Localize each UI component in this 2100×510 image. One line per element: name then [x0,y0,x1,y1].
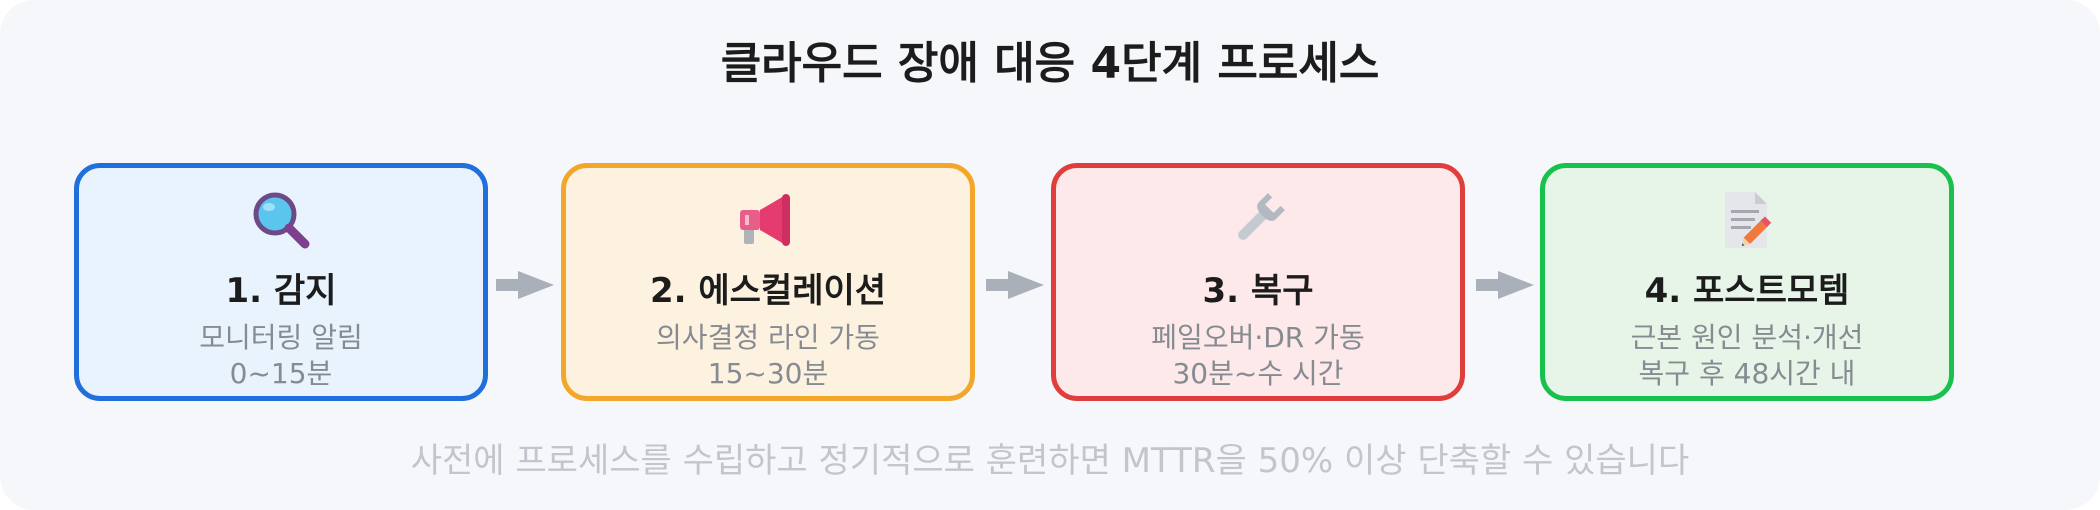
stage-description: 페일오버·DR 가동 30분~수 시간 [1056,320,1460,392]
footnote: 사전에 프로세스를 수립하고 정기적으로 훈련하면 MTTR을 50% 이상 단… [410,441,1690,481]
stage-description: 의사결정 라인 가동 15~30분 [566,320,970,392]
stage-description: 근본 원인 분석·개선 복구 후 48시간 내 [1545,320,1949,392]
stage-title: 3. 복구 [1202,271,1314,311]
stage-recovery: 3. 복구 페일오버·DR 가동 30분~수 시간 [1051,163,1465,401]
arrow-right-icon [986,271,1044,299]
stage-desc-line: 의사결정 라인 가동 [656,321,880,354]
stage-time-line: 30분~수 시간 [1172,357,1344,390]
stage-title: 4. 포스트모템 [1644,271,1850,311]
stage-postmortem: 4. 포스트모템 근본 원인 분석·개선 복구 후 48시간 내 [1540,163,1954,401]
stage-time-line: 0~15분 [229,357,333,390]
wrench-icon [1056,188,1460,252]
stage-time-line: 복구 후 48시간 내 [1638,357,1856,390]
stage-desc-line: 모니터링 알림 [199,321,363,354]
stage-title: 1. 감지 [225,271,337,311]
stage-title: 2. 에스컬레이션 [649,271,887,311]
arrow-right-icon [496,271,554,299]
magnifying-glass-icon [79,188,483,252]
stage-desc-line: 페일오버·DR 가동 [1151,321,1365,354]
megaphone-icon [566,188,970,252]
arrow-right-icon [1476,271,1534,299]
stage-desc-line: 근본 원인 분석·개선 [1630,321,1864,354]
diagram-title: 클라우드 장애 대응 4단계 프로세스 [720,38,1380,89]
stage-time-line: 15~30분 [707,357,829,390]
stage-detect: 1. 감지 모니터링 알림 0~15분 [74,163,488,401]
stage-escalation: 2. 에스컬레이션 의사결정 라인 가동 15~30분 [561,163,975,401]
stage-description: 모니터링 알림 0~15분 [79,320,483,392]
memo-pencil-icon [1545,188,1949,252]
